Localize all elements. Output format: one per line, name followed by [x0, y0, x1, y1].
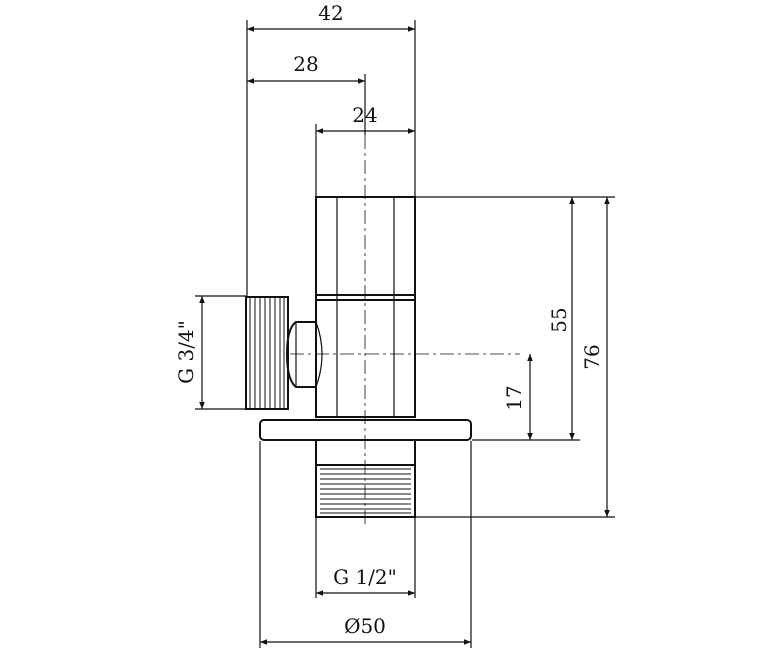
bottom-thread: [315, 464, 416, 518]
valve-main-body: [315, 196, 416, 418]
side-thread: [245, 296, 289, 410]
dimension-lines: [199, 26, 610, 645]
dim-label-g34: G 3/4": [174, 320, 198, 384]
dim-label-17: 17: [502, 385, 526, 410]
side-nut: [285, 321, 317, 388]
dim-label-g12: G 1/2": [333, 565, 397, 589]
dim-label-d50: Ø50: [344, 614, 386, 638]
dim-label-76: 76: [580, 344, 604, 369]
valve-body: [245, 196, 472, 518]
dim-label-28: 28: [293, 52, 318, 76]
dim-label-55: 55: [547, 307, 571, 332]
valve-flange: [259, 419, 472, 441]
dim-label-24: 24: [352, 103, 377, 127]
dimension-labels: 42 28 24 55 76 17 G 3/4" G 1/2" Ø50: [174, 1, 604, 638]
dim-label-42: 42: [318, 1, 343, 25]
extension-lines: [195, 20, 615, 648]
